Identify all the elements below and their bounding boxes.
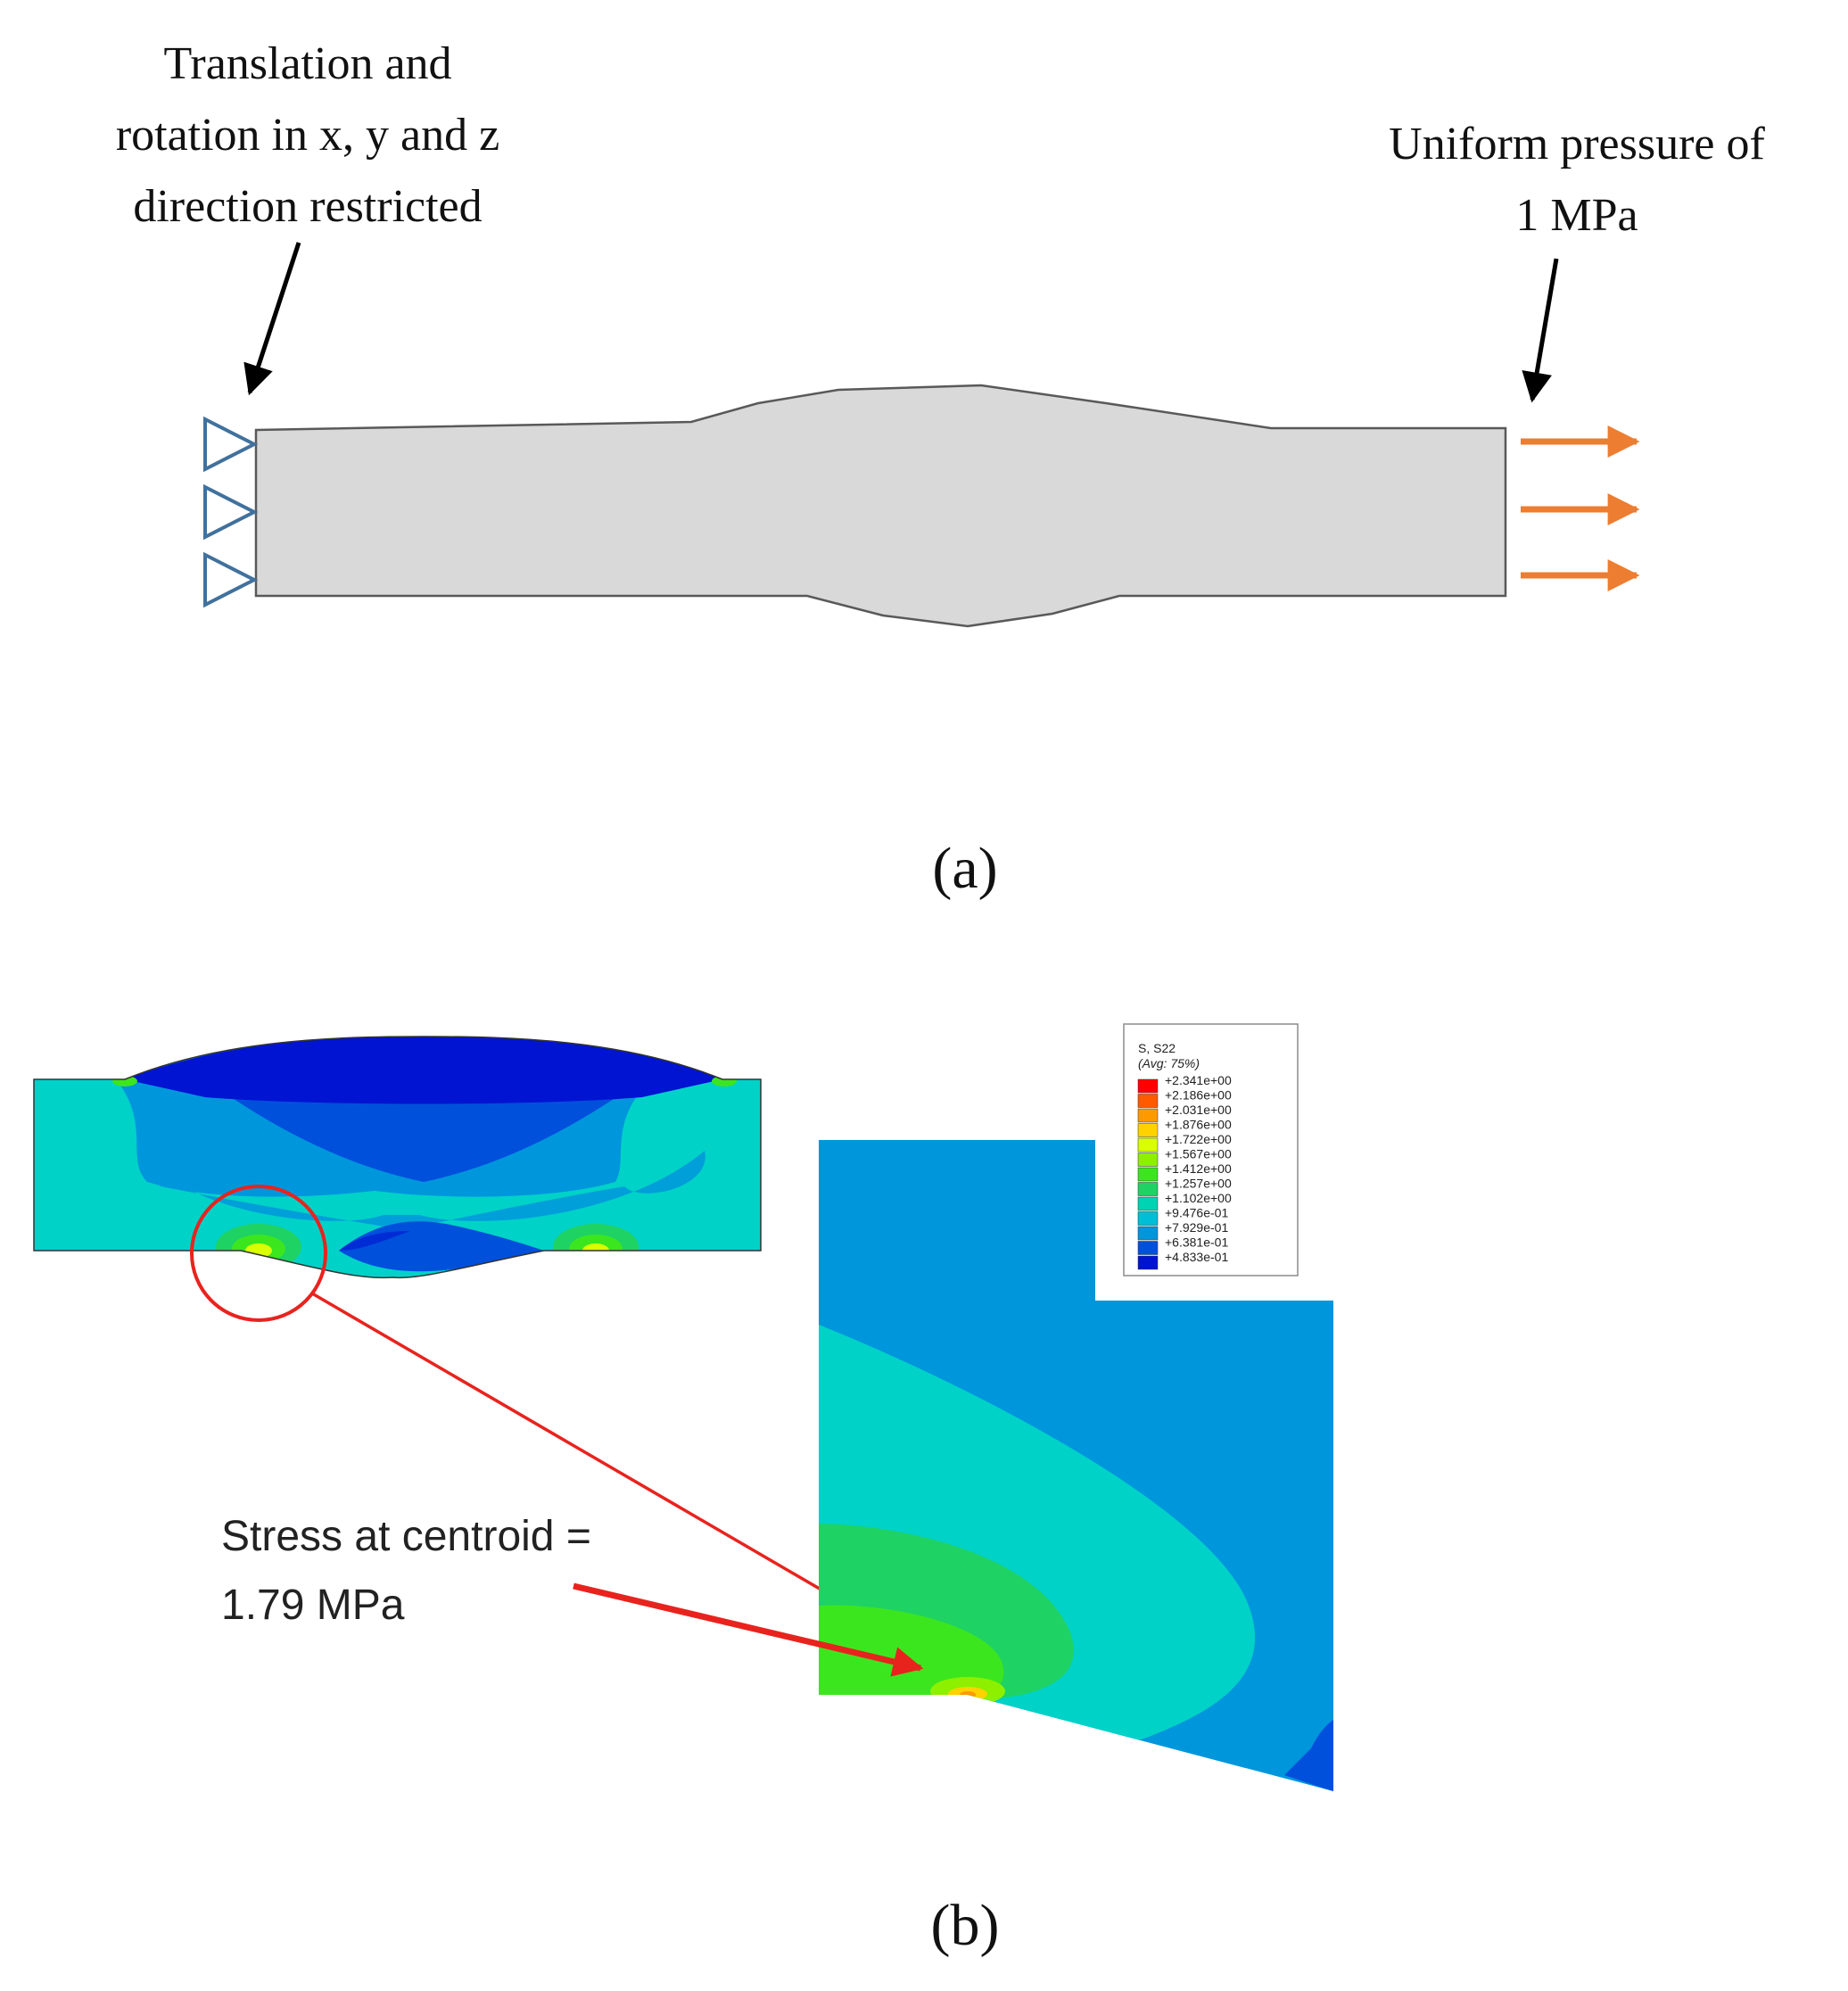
panel-b: S, S22 (Avg: 75%) +2.341e+00+2.186e+00+2… [33, 1023, 1333, 1958]
legend-swatch [1137, 1123, 1159, 1137]
support-triangle-icon [203, 483, 259, 541]
legend-swatch [1137, 1226, 1159, 1241]
legend-swatch [1137, 1182, 1159, 1196]
fixed-support-symbols [203, 416, 259, 608]
legend-subtitle: (Avg: 75%) [1138, 1056, 1200, 1070]
legend-swatch [1137, 1167, 1159, 1182]
legend-level-label: +4.833e-01 [1165, 1250, 1228, 1264]
specimen-stress-contour [34, 1037, 761, 1278]
load-note-line2: 1 MPa [1515, 190, 1638, 241]
legend-swatch [1137, 1108, 1159, 1123]
legend-level-label: +2.341e+00 [1165, 1073, 1232, 1087]
legend-level-label: +9.476e-01 [1165, 1206, 1228, 1220]
callout-line1: Stress at centroid = [221, 1513, 591, 1560]
legend-swatch [1137, 1094, 1159, 1108]
callout-line2: 1.79 MPa [221, 1582, 405, 1629]
legend-swatch [1137, 1241, 1159, 1255]
support-note-line2: rotation in x, y and z [116, 110, 499, 161]
legend-level-label: +1.876e+00 [1165, 1118, 1232, 1132]
legend-level-label: +1.257e+00 [1165, 1177, 1232, 1191]
specimen-outline-b [33, 1036, 762, 1279]
legend-title: S, S22 [1138, 1041, 1176, 1055]
callout-arrow [573, 1582, 924, 1677]
legend-level-label: +1.722e+00 [1165, 1132, 1232, 1146]
legend-level-label: +2.031e+00 [1165, 1103, 1232, 1117]
support-triangle-icon [203, 551, 259, 608]
contour-legend: S, S22 (Avg: 75%) +2.341e+00+2.186e+00+2… [1123, 1023, 1299, 1276]
panel-a: Translation and rotation in x, y and z d… [116, 38, 1766, 901]
pressure-load-arrows [1521, 425, 1640, 591]
panel-b-caption: (b) [931, 1893, 1000, 1958]
legend-swatch [1137, 1196, 1159, 1211]
panel-a-caption: (a) [932, 836, 997, 901]
legend-swatch [1137, 1255, 1159, 1270]
legend-swatch [1137, 1078, 1159, 1094]
load-note-pointer-arrow [1522, 258, 1559, 403]
support-note-line1: Translation and [163, 38, 451, 89]
legend-level-label: +1.567e+00 [1165, 1147, 1232, 1161]
weld-toe-highlight-circle [190, 1185, 327, 1322]
legend-level-label: +1.102e+00 [1165, 1191, 1232, 1205]
legend-swatch [1137, 1137, 1159, 1152]
legend-swatch [1137, 1211, 1159, 1226]
specimen-outline [254, 384, 1507, 628]
legend-level-label: +6.381e-01 [1165, 1235, 1228, 1250]
zoomed-stress-contour [819, 1140, 1333, 1791]
legend-level-label: +2.186e+00 [1165, 1088, 1232, 1103]
support-triangle-icon [203, 416, 259, 473]
support-note-pointer-arrow [243, 242, 301, 396]
legend-swatches: +2.341e+00+2.186e+00+2.031e+00+1.876e+00… [1137, 1073, 1232, 1270]
legend-level-label: +7.929e-01 [1165, 1220, 1228, 1235]
legend-swatch [1137, 1152, 1159, 1167]
legend-level-label: +1.412e+00 [1165, 1161, 1232, 1176]
load-note-line1: Uniform pressure of [1389, 119, 1765, 169]
support-note-line3: direction restricted [133, 181, 482, 232]
